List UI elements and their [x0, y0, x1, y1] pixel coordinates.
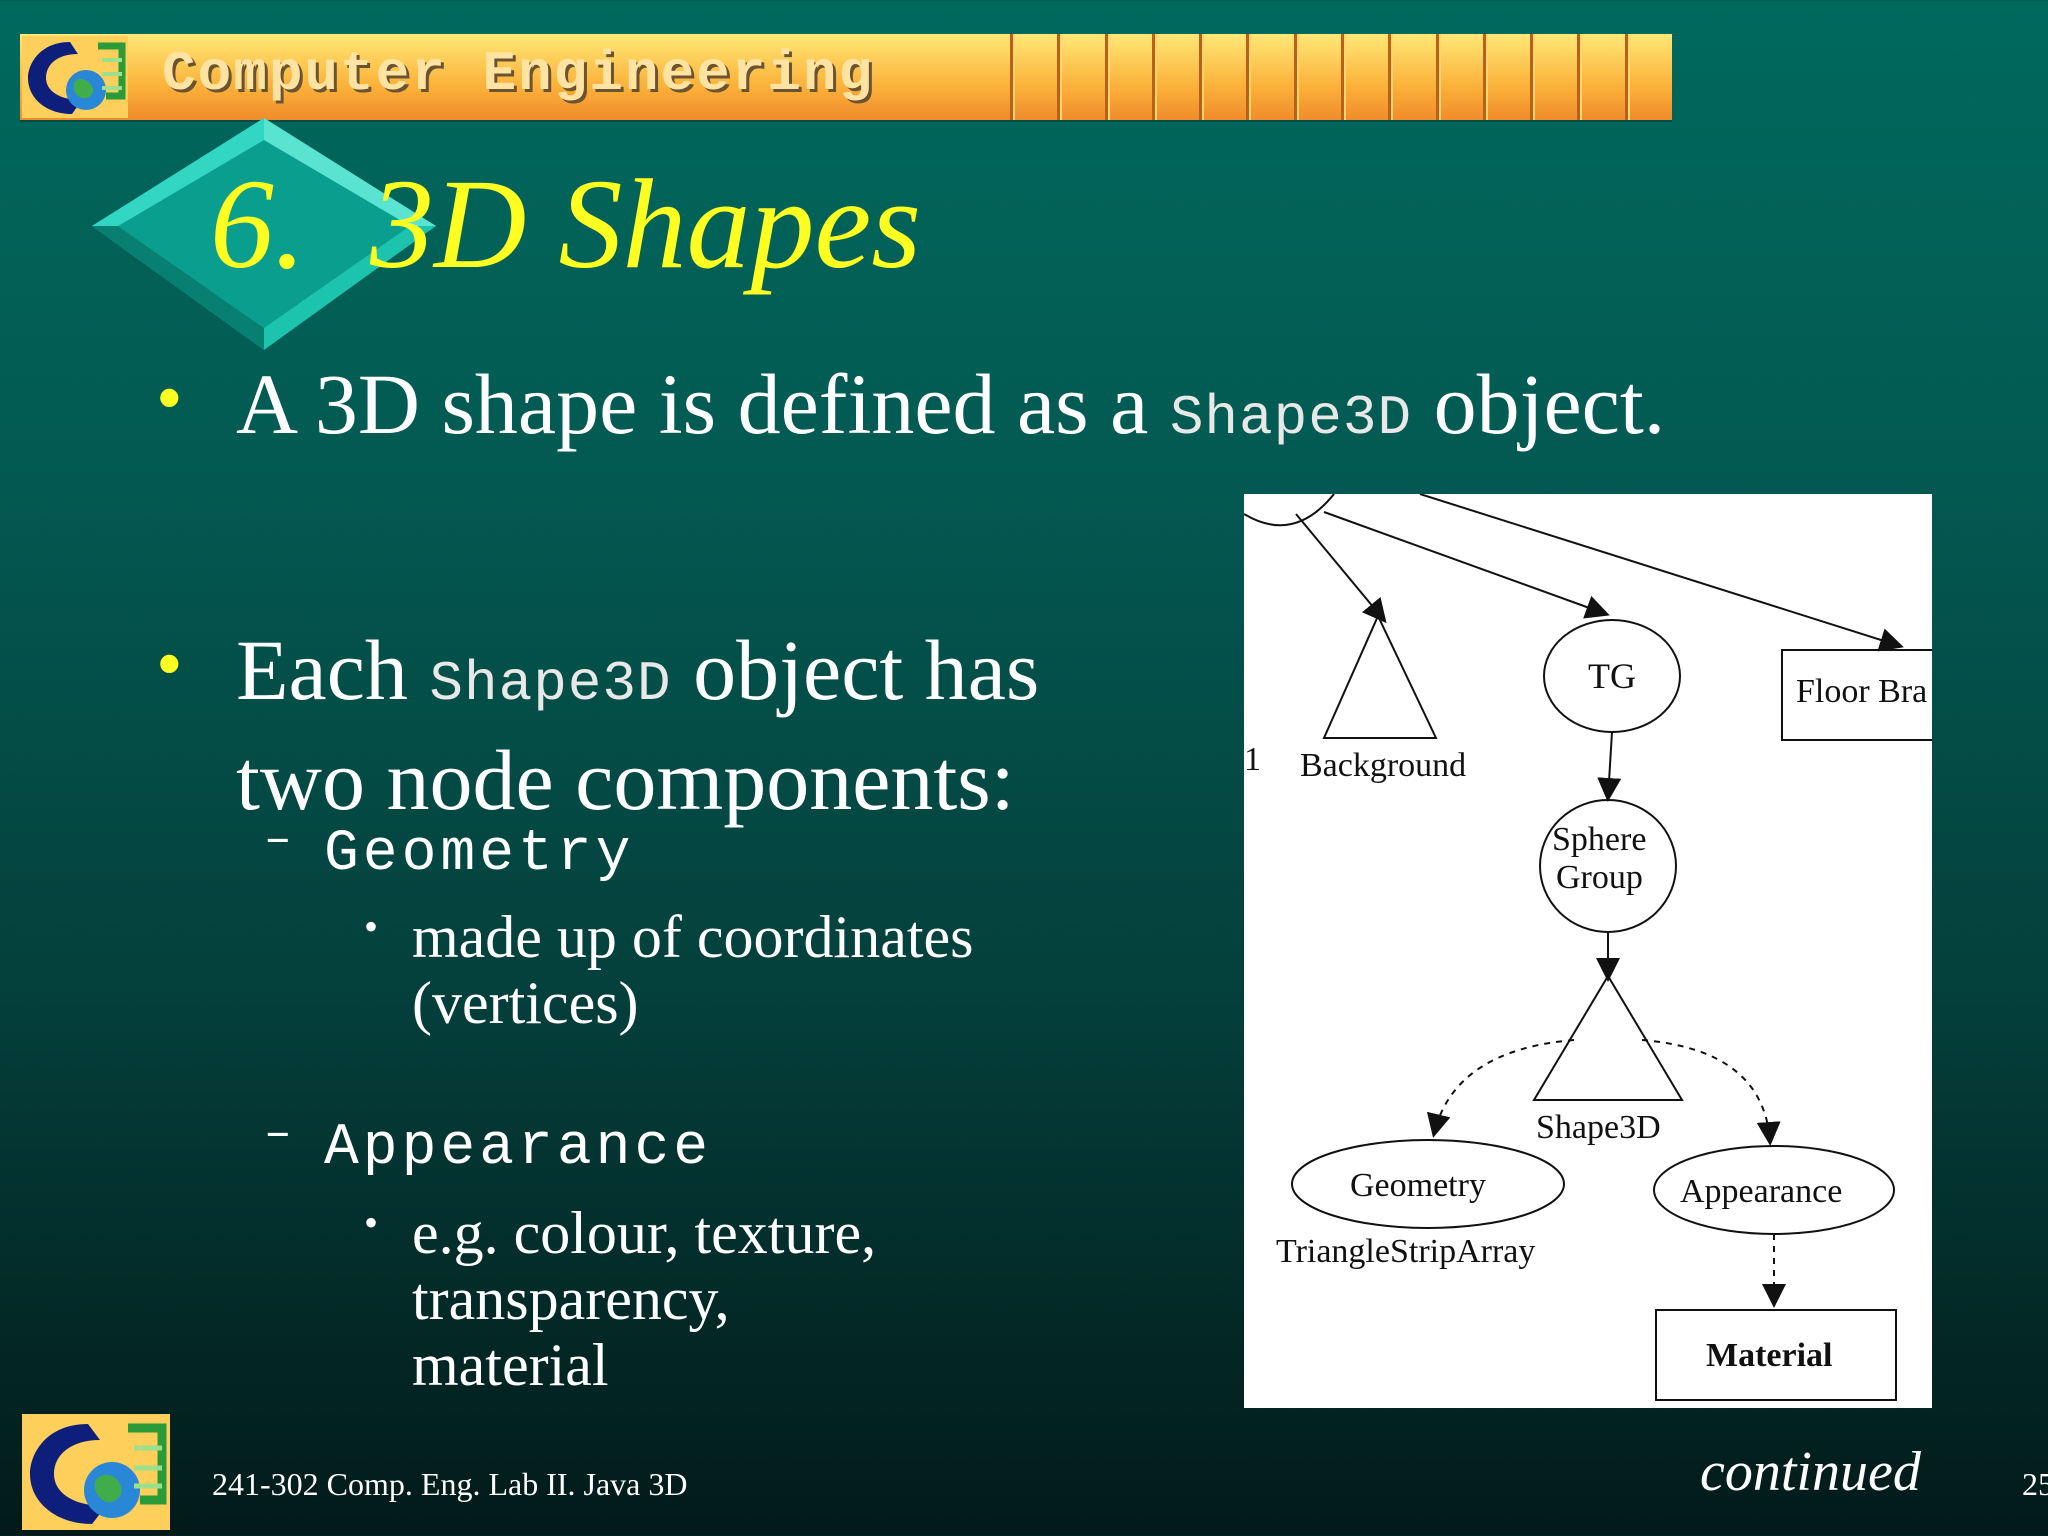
- header-banner: Computer Engineering: [20, 34, 1672, 120]
- sub-dot: •: [364, 904, 379, 949]
- edge-root-tg: [1323, 511, 1610, 619]
- edge-char: 1: [1244, 741, 1261, 778]
- footer-logo-icon: [22, 1414, 170, 1530]
- geometry-detail: • made up of coordinates (vertices): [364, 904, 974, 1036]
- material-node: [1655, 1309, 1897, 1401]
- sub-bullet-geometry: – Geometry: [264, 814, 635, 887]
- appearance-detail-line3: material: [412, 1332, 609, 1398]
- sphere-group-label-1: Sphere: [1552, 821, 1646, 858]
- background-label: Background: [1300, 747, 1466, 784]
- bullet2-text: Each: [236, 622, 430, 718]
- sphere-group-label-2: Group: [1556, 859, 1643, 896]
- edge-shape3d-appearance: [1641, 1039, 1781, 1146]
- scene-graph-svg: Background 1 TG Floor Bra Sphere Group S…: [1244, 494, 1932, 1401]
- appearance-node-label: Appearance: [1680, 1173, 1842, 1210]
- slide-title-text: 3D Shapes: [370, 153, 922, 295]
- background-node: [1322, 613, 1438, 739]
- shape3d-label: Shape3D: [1536, 1109, 1661, 1146]
- bullet2-line2: two node components:: [236, 732, 1015, 828]
- triangle-strip-label: TriangleStripArray: [1276, 1233, 1535, 1270]
- floor-node: [1781, 649, 1932, 741]
- appearance-label: Appearance: [324, 1116, 713, 1181]
- geometry-detail-line2: (vertices): [412, 970, 639, 1036]
- bullet-dot: •: [156, 622, 183, 706]
- bullet-node-components: • Each Shape3D object has two node compo…: [156, 622, 1040, 828]
- shape3d-node: [1532, 974, 1684, 1101]
- geometry-detail-line1: made up of coordinates: [412, 904, 974, 970]
- geometry-label: Geometry: [324, 822, 635, 887]
- dash-marker: –: [264, 814, 296, 866]
- root-node-partial: [1244, 494, 1335, 527]
- page-number: 25: [2022, 1466, 2048, 1502]
- sub-bullet-appearance: – Appearance: [264, 1108, 713, 1181]
- bullet2-code: Shape3D: [429, 652, 672, 716]
- edge-root-background: [1295, 513, 1387, 624]
- continued-label: continued: [1700, 1441, 1921, 1503]
- appearance-detail: • e.g. colour, texture, transparency, ma…: [364, 1200, 877, 1398]
- bullet1-text-end: object.: [1412, 356, 1666, 452]
- logo-icon: [22, 36, 128, 118]
- edge-shape3d-geometry: [1426, 1039, 1575, 1138]
- tg-label: TG: [1588, 656, 1636, 696]
- slide-title: 6.3D Shapes: [210, 160, 921, 288]
- edge-root-floor: [1419, 494, 1904, 652]
- header-grid-pattern: [1010, 34, 1672, 120]
- decorative-diamond: [92, 118, 436, 350]
- slide-number: 6.: [210, 153, 306, 295]
- header-title: Computer Engineering: [162, 42, 875, 106]
- appearance-detail-line2: transparency,: [412, 1266, 730, 1332]
- scene-graph-diagram: Background 1 TG Floor Bra Sphere Group S…: [1244, 494, 1932, 1408]
- bullet-dot: •: [156, 356, 183, 440]
- geometry-node: [1291, 1139, 1565, 1229]
- bullet2-text-end: object has: [671, 622, 1040, 718]
- bullet-shape3d-definition: • A 3D shape is defined as a Shape3D obj…: [156, 356, 1666, 466]
- bullet1-text: A 3D shape is defined as a: [236, 356, 1170, 452]
- bullet1-code: Shape3D: [1169, 386, 1413, 450]
- edge-tg-sphere: [1597, 731, 1622, 802]
- dash-marker: –: [264, 1108, 296, 1160]
- sub-dot: •: [364, 1200, 379, 1245]
- material-label: Material: [1706, 1337, 1833, 1374]
- appearance-detail-line1: e.g. colour, texture,: [412, 1200, 877, 1266]
- floor-label: Floor Bra: [1796, 673, 1927, 710]
- geometry-node-label: Geometry: [1350, 1167, 1486, 1204]
- footer-course: 241-302 Comp. Eng. Lab II. Java 3D: [212, 1466, 688, 1502]
